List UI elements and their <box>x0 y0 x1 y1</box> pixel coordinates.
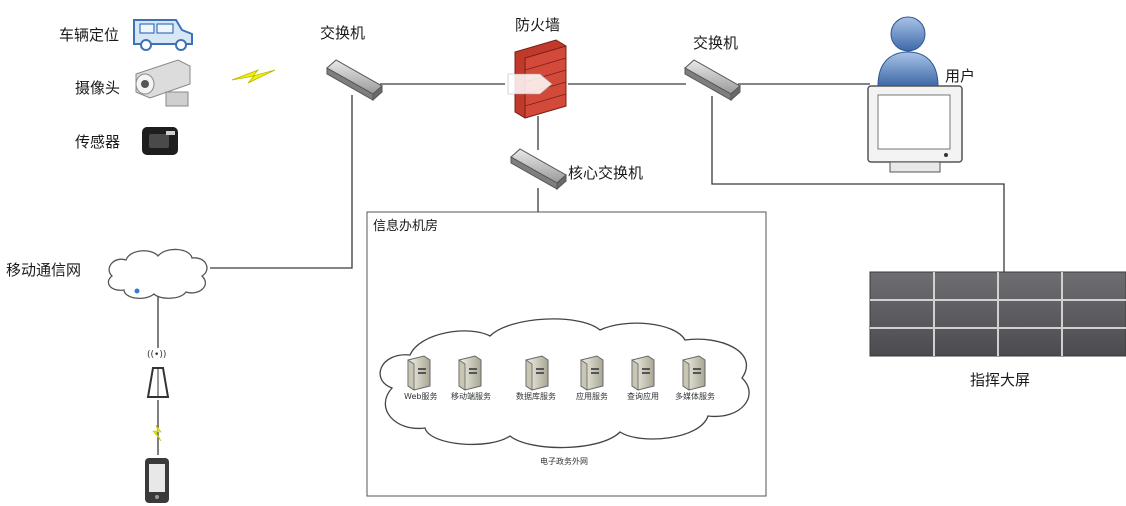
server-icon-application <box>580 355 604 391</box>
mobile-network-label: 移动通信网 <box>6 261 82 279</box>
mobile-network-cloud-icon <box>107 248 208 300</box>
vehicle-label: 车辆定位 <box>59 26 120 44</box>
switch-left-icon <box>326 59 383 102</box>
link-switch-mobile <box>210 95 353 269</box>
server-label-database: 数据库服务 <box>516 392 556 401</box>
server-icon-database <box>525 355 549 391</box>
switch-right-icon <box>684 59 741 102</box>
switch-left-label: 交换机 <box>320 24 366 42</box>
sensor-icon <box>142 127 178 155</box>
server-icon-mobile <box>458 355 482 391</box>
connections <box>157 83 1005 455</box>
vehicle-icon <box>133 19 193 51</box>
command-screen-wall <box>869 271 1126 357</box>
gov-network-label: 电子政务外网 <box>540 457 588 466</box>
sensor-label: 传感器 <box>75 133 121 151</box>
firewall-icon <box>507 39 567 119</box>
server-label-multimedia: 多媒体服务 <box>675 392 715 401</box>
link-switch-screen <box>711 96 1005 272</box>
server-label-web: Web服务 <box>404 392 438 401</box>
server-label-mobile: 移动端服务 <box>451 392 491 401</box>
wireless-lightning-icon <box>231 69 276 84</box>
switch-right-label: 交换机 <box>693 34 739 52</box>
wifi-signal-icon: ((•)) <box>147 350 167 360</box>
camera-label: 摄像头 <box>75 79 121 97</box>
camera-icon <box>135 59 191 107</box>
user-person-icon <box>877 16 939 87</box>
core-switch-icon <box>510 148 567 191</box>
server-icon-web <box>407 355 431 391</box>
server-icon-query <box>631 355 655 391</box>
mobile-phone-icon <box>145 458 169 503</box>
wireless-lightning-icon-2 <box>152 424 162 442</box>
server-icon-multimedia <box>682 355 706 391</box>
server-label-application: 应用服务 <box>576 392 608 401</box>
server-label-query: 查询应用 <box>627 392 659 401</box>
core-switch-label: 核心交换机 <box>568 164 644 182</box>
user-monitor-icon <box>867 85 963 173</box>
cell-tower-icon <box>146 367 170 398</box>
big-screen-label: 指挥大屏 <box>970 371 1031 389</box>
user-label: 用户 <box>945 67 976 85</box>
gov-network-cloud-icon <box>379 318 750 449</box>
machine-room-title: 信息办机房 <box>373 219 439 234</box>
firewall-label: 防火墙 <box>515 16 561 34</box>
